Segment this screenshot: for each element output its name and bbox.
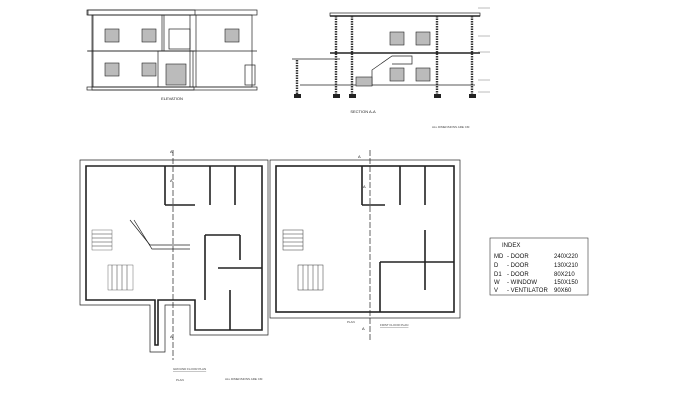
svg-text:80X210: 80X210 <box>554 272 575 278</box>
section-marker-bottom: A <box>170 334 173 339</box>
svg-text:90X60: 90X60 <box>554 288 572 294</box>
section-marker-ff-mid: A <box>363 184 366 189</box>
ground-floor-plan: A A A <box>79 149 269 360</box>
section-marker-ff-top: A <box>358 154 361 159</box>
index-row: D1 - DOOR 80X210 <box>494 272 575 278</box>
first-floor-plan: A A A <box>269 150 461 340</box>
svg-text:- DOOR: - DOOR <box>507 254 529 260</box>
section-marker-top2: A <box>170 149 173 154</box>
index-title: INDEX <box>502 243 520 249</box>
ground-floor-plan-title: GROUND FLOOR PLAN <box>173 367 206 371</box>
dimensions-note-bottom: ALL DIMENSIONS ARE CM <box>225 377 263 381</box>
elevation-label: ELEVATION <box>161 96 183 101</box>
section-marker-top: A <box>170 178 173 183</box>
svg-text:MD: MD <box>494 254 504 260</box>
svg-text:W: W <box>494 280 500 286</box>
svg-text:240X220: 240X220 <box>554 254 579 260</box>
svg-text:- WINDOW: - WINDOW <box>507 280 537 286</box>
index-row: V - VENTILATOR 90X60 <box>494 288 572 294</box>
svg-text:130X210: 130X210 <box>554 263 579 269</box>
index-row: MD- DOOR 240X220 <box>494 254 579 260</box>
first-floor-plan-title: FIRST FLOOR PLAN <box>380 323 408 327</box>
svg-text:- VENTILATOR: - VENTILATOR <box>507 288 548 294</box>
svg-text:D1: D1 <box>494 272 502 278</box>
section-marker-ff-bottom: A <box>362 326 365 331</box>
ground-plan-label: PLAN <box>176 378 184 382</box>
svg-text:- DOOR: - DOOR <box>507 263 529 269</box>
svg-text:150X150: 150X150 <box>554 280 579 286</box>
index-row: D - DOOR 130X210 <box>494 263 579 269</box>
svg-text:V: V <box>494 288 498 294</box>
section-drawing <box>292 7 490 98</box>
elevation-drawing <box>86 9 258 91</box>
section-label: SECTION A-A <box>350 109 376 114</box>
svg-text:D: D <box>494 263 499 269</box>
dimensions-note-top: ALL DIMENSIONS ARE CM <box>432 125 470 129</box>
svg-text:- DOOR: - DOOR <box>507 272 529 278</box>
first-plan-label: PLAN <box>347 320 355 324</box>
index-row: W - WINDOW 150X150 <box>494 280 579 286</box>
